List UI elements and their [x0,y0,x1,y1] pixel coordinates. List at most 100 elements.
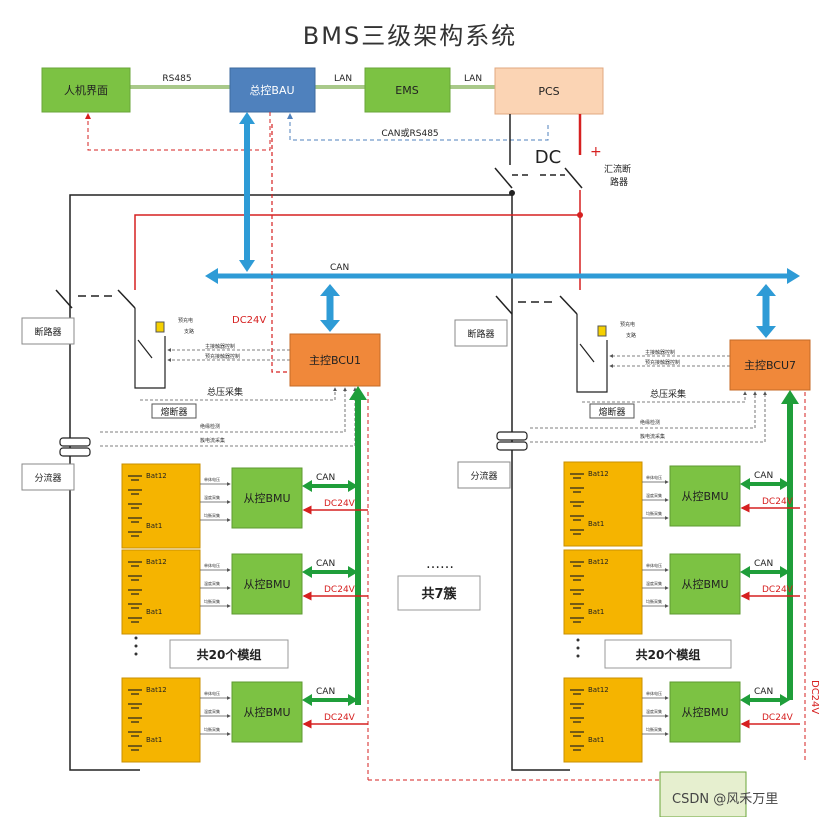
left-bmu-box-3 [231,681,303,743]
bau-box [229,67,316,113]
right-bmu-box-2 [669,553,741,615]
left-battery-pack-3 [121,677,201,763]
left-signal-label-2-1: 温度采集 [204,580,220,586]
right-fuse-label: 熔断器 [598,406,625,418]
right-bmu-label-3: 从控BMU [681,705,728,719]
left-signal-label-3-0: 单体电压 [204,690,220,696]
left-battery-pack-2 [121,549,201,635]
link-bau-ems-label: LAN [334,74,352,84]
right-signal-label-3-0: 单体电压 [646,690,662,696]
right-total-v-label: 总压采集 [650,388,686,400]
dc-breaker-label: 汇流断路器 [604,163,631,188]
left-bat-bottom-label-2: Bat1 [146,608,162,616]
cluster-count-label: 共7簇 [421,586,457,602]
left-precharge-label: 预充电支路 [178,317,194,335]
right-current-label: 簇电流采集 [640,433,665,440]
right-bmu-label-2: 从控BMU [681,577,728,591]
right-battery-pack-3 [563,677,643,763]
right-bmu-box-1 [669,465,741,527]
right-battery-pack-1 [563,461,643,547]
left-bmu-label-1: 从控BMU [243,491,290,505]
pcs-label: PCS [538,85,559,98]
right-can-label-3: CAN [754,687,773,697]
left-signal-label-1-2: 均衡采集 [204,512,220,518]
right-cluster: 断路器 预充电支路 主接触器控制 预充接触器控制 主控BCU7 总压采集 熔断器… [454,295,820,760]
can-rs485-label: CAN或RS485 [381,127,438,139]
bau-label: 总控BAU [249,83,294,97]
left-can-label-3: CAN [316,687,335,697]
left-bmu-box-2 [231,553,303,615]
hmi-box [41,67,131,113]
left-signal-label-2-2: 均衡采集 [204,598,220,604]
right-bat-top-label-2: Bat12 [588,558,609,566]
left-breaker-box [21,317,75,345]
hmi-label: 人机界面 [64,83,108,97]
right-module-count-box [604,639,732,669]
ems-box [364,67,451,113]
right-precharge-label: 预充电支路 [620,321,636,339]
left-bat-bottom-label-1: Bat1 [146,522,162,530]
right-signal-label-3-2: 均衡采集 [646,726,662,732]
left-module-count-label: 共20个模组 [197,647,262,662]
right-pre-relay-label: 预充接触器控制 [645,359,680,366]
right-shunt-box [457,461,511,489]
cluster-count-box [397,575,481,611]
top-row: RS485 LAN LAN 人机界面 总控BAU EMS PCS CAN或RS4… [41,67,604,151]
left-bmu-label-3: 从控BMU [243,705,290,719]
right-signal-label-1-1: 温度采集 [646,492,662,498]
right-signal-label-1-0: 单体电压 [646,474,662,480]
left-shunt-label: 分流器 [34,472,61,484]
watermark: CSDN @风禾万里 [672,792,778,807]
right-signal-label-2-0: 单体电压 [646,562,662,568]
left-module-count-box [169,639,289,669]
left-battery-pack-1 [121,463,201,549]
right-bat-bottom-label-2: Bat1 [588,608,604,616]
right-breaker-label: 断路器 [467,328,494,340]
can-bus: CAN [205,112,800,338]
left-signal-label-3-2: 均衡采集 [204,726,220,732]
bcu1-box [289,333,381,387]
left-dc24v-label-3: DC24V [324,713,356,723]
right-can-label-1: CAN [754,471,773,481]
right-bat-bottom-label-3: Bat1 [588,736,604,744]
bcu7-box [729,339,811,391]
left-main-relay-label: 主接触器控制 [205,343,235,350]
left-fuse-label: 熔断器 [160,406,187,418]
right-can-label-2: CAN [754,559,773,569]
right-fuse-box [589,403,635,419]
left-bat-top-label-1: Bat12 [146,472,167,480]
left-signal-label-1-1: 温度采集 [204,494,220,500]
left-shunt-box [21,463,75,491]
bcu1-label: 主控BCU1 [309,353,361,367]
bottom-right-box [659,771,747,817]
right-bat-top-label-3: Bat12 [588,686,609,694]
left-can-label-2: CAN [316,559,335,569]
right-signal-label-2-1: 温度采集 [646,580,662,586]
right-breaker-box [454,319,508,347]
left-can-label-1: CAN [316,473,335,483]
can-bus-label: CAN [330,263,349,273]
diagram-title: BMS三级架构系统 [303,22,517,50]
left-dc24v-label-2: DC24V [324,585,356,595]
left-breaker-label: 断路器 [34,326,61,338]
dc-breaker-area: DC + 汇流断路器 [69,114,631,771]
right-bmu-box-3 [669,681,741,743]
right-dc24v-vertical-label: DC24V [809,680,820,714]
left-signal-label-1-0: 单体电压 [204,476,220,482]
right-signal-label-1-2: 均衡采集 [646,510,662,516]
right-shunt-label: 分流器 [470,470,497,482]
right-module-count-label: 共20个模组 [636,647,701,662]
pcs-box [494,67,604,115]
link-ems-pcs-label: LAN [464,74,482,84]
left-bmu-label-2: 从控BMU [243,577,290,591]
right-dc24v-label-3: DC24V [762,713,794,723]
right-dc24v-label-1: DC24V [762,497,794,507]
left-pre-relay-label: 预充接触器控制 [205,353,240,360]
left-total-v-label: 总压采集 [207,386,243,398]
bcu7-label: 主控BCU7 [744,358,796,372]
left-cluster: 断路器 预充电支路 DC24V 主接触器控制 预充接触器控制 主控BCU1 总压… [21,124,680,781]
ems-label: EMS [395,84,418,97]
